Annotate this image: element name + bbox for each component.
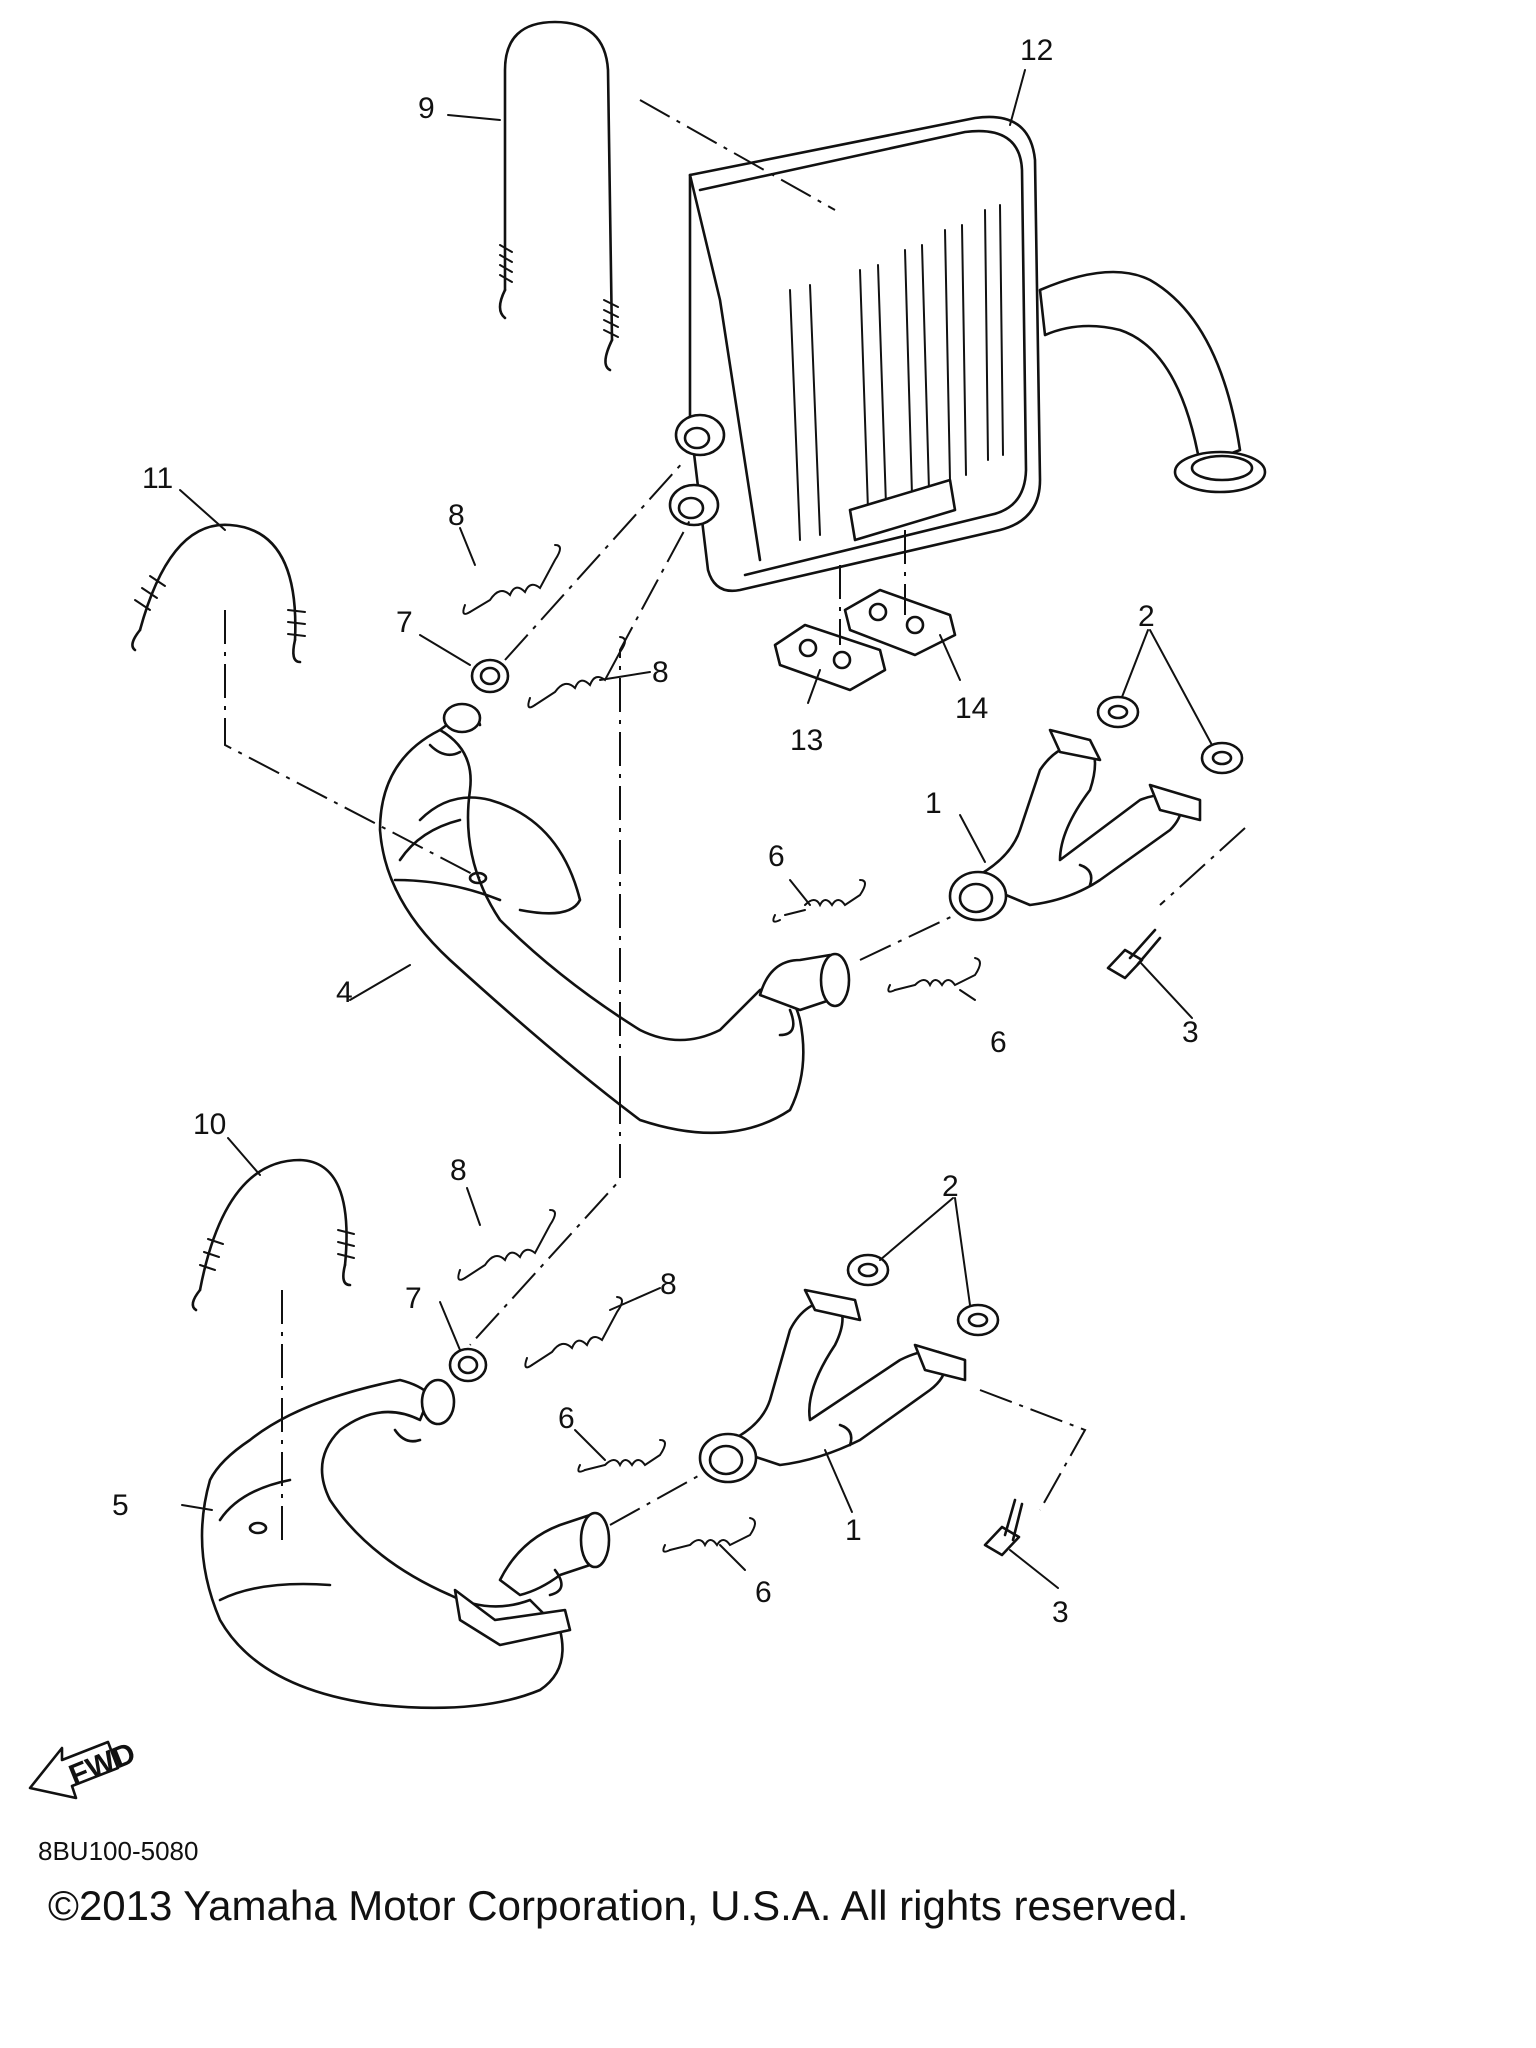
callout-8d: 8 — [660, 1268, 677, 1301]
exhaust-pipe-part-5 — [200, 1378, 611, 1710]
callout-7a: 7 — [396, 606, 413, 639]
assembly-lines — [224, 99, 1246, 1540]
spring-hose-part-10 — [191, 1158, 355, 1312]
copyright-notice: ©2013 Yamaha Motor Corporation, U.S.A. A… — [48, 1882, 1189, 1929]
callout-13: 13 — [790, 724, 823, 757]
header-pipe-part-1-upper — [948, 728, 1202, 922]
callout-4: 4 — [336, 976, 353, 1009]
spring-hose-part-11 — [131, 523, 306, 664]
callout-14: 14 — [955, 692, 988, 725]
callout-8c: 8 — [450, 1154, 467, 1187]
leader-lines — [179, 69, 1213, 1589]
gaskets-part-2 — [846, 695, 1244, 1337]
header-pipe-part-1-lower — [698, 1288, 967, 1484]
o-rings-part-7 — [448, 658, 510, 1383]
callout-2a: 2 — [1138, 600, 1155, 633]
callout-11: 11 — [142, 462, 173, 495]
callout-10: 10 — [193, 1108, 226, 1141]
callout-3a: 3 — [1182, 1016, 1199, 1049]
callout-6b: 6 — [990, 1026, 1007, 1059]
exhaust-pipe-part-4 — [378, 702, 851, 1135]
callout-8b: 8 — [652, 656, 669, 689]
callout-9: 9 — [418, 92, 435, 125]
diagram-code: 8BU100-5080 — [38, 1836, 199, 1866]
callout-6d: 6 — [755, 1576, 772, 1609]
muffler-part-12 — [668, 115, 1267, 593]
callout-1a: 1 — [925, 787, 942, 820]
callout-6a: 6 — [768, 840, 785, 873]
callout-7b: 7 — [405, 1282, 422, 1315]
callout-8a: 8 — [448, 499, 465, 532]
fwd-arrow-icon: FWD — [28, 1736, 140, 1800]
springs-part-6 — [577, 879, 981, 1553]
brackets-part-13-14 — [773, 588, 957, 692]
callout-5: 5 — [112, 1489, 129, 1522]
callout-6c: 6 — [558, 1402, 575, 1435]
bolts-part-3 — [983, 928, 1162, 1557]
callout-12: 12 — [1020, 34, 1053, 67]
callout-2b: 2 — [942, 1170, 959, 1203]
spring-hose-part-9 — [498, 20, 619, 372]
callout-1b: 1 — [845, 1514, 862, 1547]
callout-3b: 3 — [1052, 1596, 1069, 1629]
